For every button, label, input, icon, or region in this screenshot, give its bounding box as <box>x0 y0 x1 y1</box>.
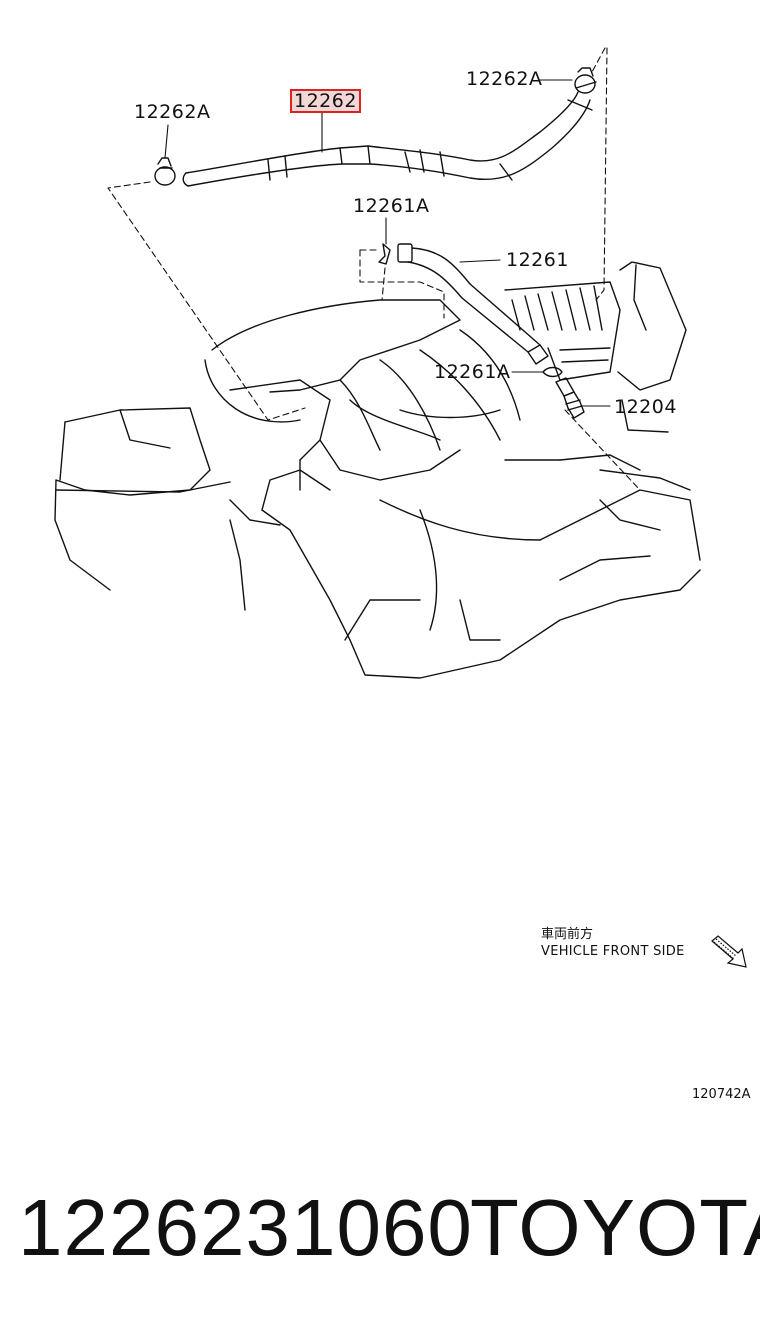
callout-12261a-lower[interactable]: 12261A <box>434 361 511 383</box>
callout-12262a-right[interactable]: 12262A <box>466 68 543 90</box>
intake-manifold <box>204 299 521 491</box>
callout-12204[interactable]: 12204 <box>614 396 677 418</box>
illustration-code: 120742A <box>692 1087 751 1102</box>
clip-lower <box>542 366 563 378</box>
callout-12261[interactable]: 12261 <box>506 249 569 271</box>
callout-12262a-left[interactable]: 12262A <box>134 101 211 123</box>
clamp-right <box>574 67 597 94</box>
clamp-left <box>154 157 176 186</box>
front-direction-arrow-icon <box>711 935 747 968</box>
pcv-valve <box>555 377 585 419</box>
clip-upper <box>378 243 391 265</box>
brand-name: TOYOTA <box>470 1183 760 1272</box>
direction-label-english: VEHICLE FRONT SIDE <box>541 944 685 959</box>
pcv-hose <box>397 243 549 365</box>
engine-block <box>54 407 701 679</box>
callout-12261a-upper[interactable]: 12261A <box>353 195 430 217</box>
part-number: 1226231060 <box>18 1183 473 1272</box>
intake-duct <box>504 261 687 433</box>
ventilation-hose <box>182 91 593 187</box>
direction-label-japanese: 車両前方 <box>541 927 594 942</box>
engine-ventilation-diagram <box>54 47 701 679</box>
callout-12262[interactable]: 12262 <box>290 89 361 113</box>
leader-lines <box>164 79 611 407</box>
